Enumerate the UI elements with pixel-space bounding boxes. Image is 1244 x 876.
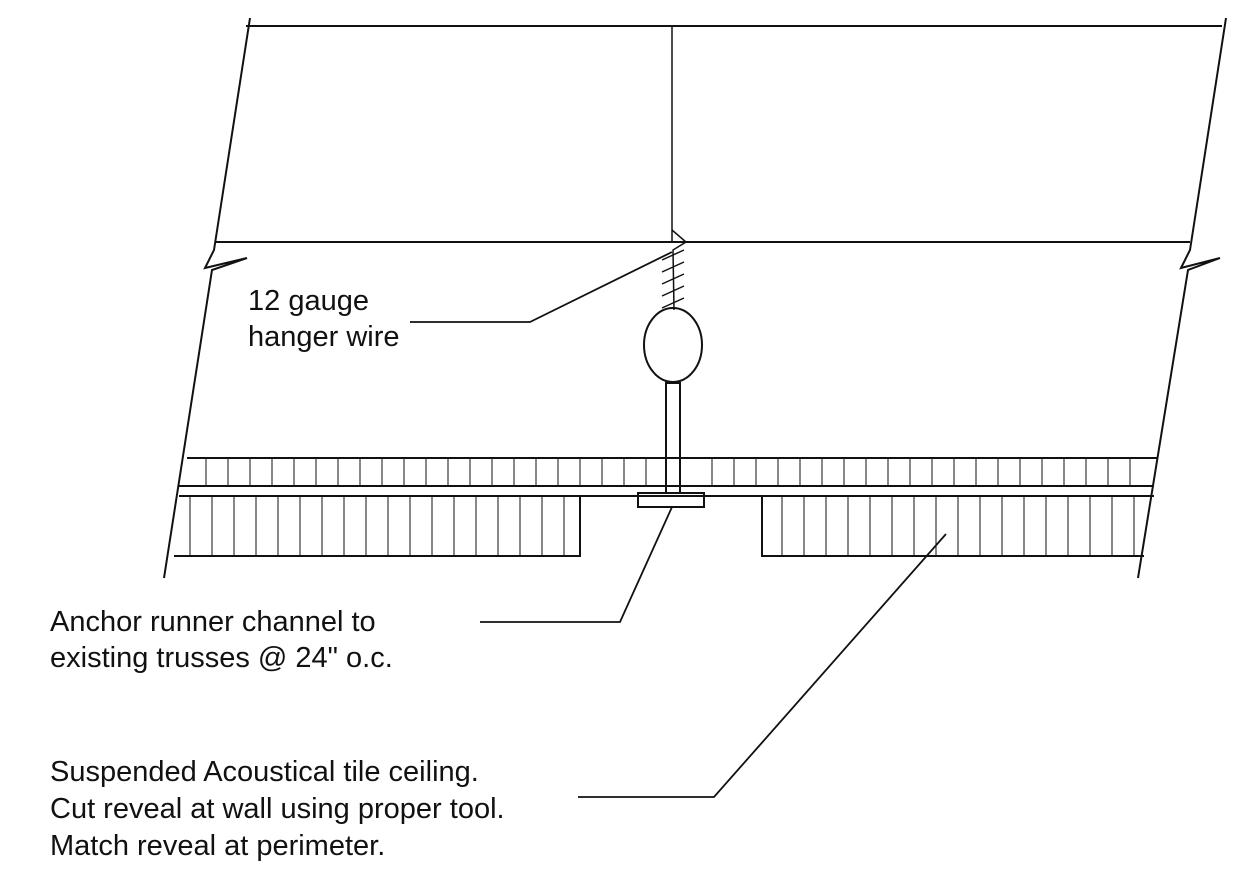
wire-twist-marks	[661, 249, 685, 309]
note-hanger-wire: 12 gauge hanger wire	[248, 283, 400, 355]
tee-stem	[665, 382, 681, 494]
leader-hanger-wire	[410, 251, 673, 323]
note-hanger-wire-line-2: hanger wire	[248, 321, 400, 353]
note-runner-channel-line-2: existing trusses @ 24" o.c.	[50, 642, 393, 674]
wire-loop	[643, 307, 703, 383]
right-tile-ticks	[781, 496, 1135, 556]
left-tile-block	[174, 496, 581, 557]
leader-ceiling	[578, 533, 947, 798]
left-wall-line	[163, 17, 251, 579]
left-tile-ticks	[189, 496, 565, 556]
hanger-wire	[671, 229, 688, 311]
tee-flange	[637, 492, 705, 508]
note-ceiling-line-3: Match reveal at perimeter.	[50, 830, 386, 862]
note-runner-channel: Anchor runner channel to existing trusse…	[50, 604, 393, 676]
note-ceiling-line-2: Cut reveal at wall using proper tool.	[50, 793, 505, 825]
note-ceiling: Suspended Acoustical tile ceiling. Cut r…	[50, 754, 505, 865]
note-ceiling-line-1: Suspended Acoustical tile ceiling.	[50, 756, 479, 788]
leader-runner-channel	[480, 506, 673, 623]
note-hanger-wire-line-1: 12 gauge	[248, 285, 369, 317]
note-runner-channel-line-1: Anchor runner channel to	[50, 606, 376, 638]
upper-grid-ticks	[205, 458, 1131, 486]
right-tile-block	[761, 496, 1144, 557]
right-wall-line	[1137, 17, 1227, 579]
